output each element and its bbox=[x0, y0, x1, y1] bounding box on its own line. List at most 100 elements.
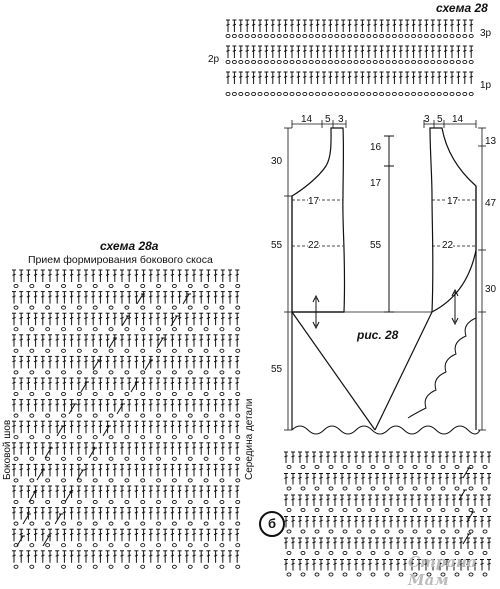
dc-bar bbox=[105, 532, 110, 536]
dc-bar bbox=[170, 446, 175, 449]
dc-bar bbox=[417, 455, 421, 458]
dc-bar bbox=[431, 23, 435, 26]
dc-bar bbox=[206, 338, 211, 341]
dc-bar bbox=[410, 562, 414, 565]
chain-stitch bbox=[235, 305, 241, 310]
dc-bar bbox=[91, 532, 95, 536]
dc-bar bbox=[69, 489, 74, 492]
dc-bar bbox=[134, 554, 139, 557]
dc-bar bbox=[91, 468, 95, 471]
dc-bar bbox=[354, 49, 358, 52]
dc-bar bbox=[473, 476, 477, 479]
dc-bar bbox=[277, 75, 281, 78]
dc-bar bbox=[84, 489, 88, 492]
dc-bar bbox=[239, 49, 243, 52]
chain-stitch bbox=[45, 283, 51, 289]
dc-bar bbox=[26, 554, 31, 557]
chain-stitch bbox=[370, 550, 376, 556]
chain-stitch bbox=[342, 529, 348, 534]
dc-bar bbox=[141, 424, 146, 428]
dc-slanted bbox=[16, 535, 24, 547]
chain-stitch bbox=[45, 456, 51, 461]
dc-bar bbox=[403, 541, 407, 544]
dc-bar bbox=[469, 49, 473, 52]
chain-stitch bbox=[124, 435, 130, 440]
dc-bar bbox=[192, 381, 196, 384]
chain-stitch bbox=[443, 33, 449, 39]
chain-stitch bbox=[61, 521, 66, 526]
dc-bar bbox=[105, 381, 110, 384]
dc-bar bbox=[48, 360, 52, 363]
chain-stitch bbox=[13, 348, 19, 353]
dc-bar bbox=[156, 511, 160, 514]
dc-bar bbox=[69, 446, 74, 449]
chain-stitch bbox=[203, 327, 209, 332]
dc-bar bbox=[354, 498, 358, 501]
chain-stitch bbox=[454, 507, 460, 513]
dc-bar bbox=[298, 519, 302, 522]
dc-bar bbox=[326, 476, 330, 479]
dc-bar bbox=[62, 511, 67, 514]
chain-stitch bbox=[454, 550, 460, 556]
chain-stitch bbox=[225, 91, 231, 97]
dc-slanted bbox=[458, 489, 466, 501]
dc-slanted bbox=[64, 491, 72, 503]
dc-bar bbox=[185, 338, 189, 341]
dc-bar bbox=[185, 554, 189, 557]
chain-stitch bbox=[366, 91, 372, 97]
chain-stitch bbox=[92, 478, 98, 483]
chain-stitch bbox=[328, 550, 334, 556]
chain-stitch bbox=[370, 529, 376, 534]
dc-bar bbox=[19, 316, 23, 320]
dc-bar bbox=[84, 316, 88, 320]
dc-bar bbox=[213, 360, 218, 363]
dc-bar bbox=[283, 75, 288, 78]
dc-bar bbox=[319, 541, 323, 544]
dc-bar bbox=[55, 424, 59, 428]
dc-slanted bbox=[144, 359, 152, 371]
dc-bar bbox=[361, 541, 365, 544]
row-label-2: 2р bbox=[208, 54, 220, 65]
dc-bar bbox=[469, 75, 473, 78]
dc-bar bbox=[170, 532, 175, 536]
dc-bar bbox=[127, 511, 131, 514]
dc-bar bbox=[149, 532, 153, 536]
dc-bar bbox=[113, 532, 117, 536]
dc-bar bbox=[69, 468, 74, 471]
dc-bar bbox=[361, 455, 365, 458]
chain-stitch bbox=[124, 499, 130, 505]
dc-bar bbox=[91, 511, 95, 514]
dc-bar bbox=[84, 273, 88, 276]
dc-bar bbox=[360, 23, 365, 26]
dc-bar bbox=[141, 316, 146, 320]
dc-bar bbox=[127, 424, 131, 428]
dc-bar bbox=[354, 455, 358, 458]
dc-bar bbox=[113, 489, 117, 492]
dc-bar bbox=[170, 554, 175, 557]
dc-bar bbox=[41, 403, 45, 406]
dc-bar bbox=[410, 498, 414, 501]
dc-bar bbox=[141, 511, 146, 514]
row-label-1: 1р bbox=[480, 80, 492, 91]
dc-bar bbox=[403, 476, 407, 479]
dc-bar bbox=[290, 49, 294, 52]
dc-bar bbox=[12, 360, 16, 363]
dc-bar bbox=[258, 23, 262, 26]
dc-bar bbox=[12, 316, 16, 320]
chain-stitch bbox=[219, 370, 225, 375]
dc-bar bbox=[232, 49, 237, 52]
chain-stitch bbox=[124, 348, 130, 353]
dc-bar bbox=[163, 511, 167, 514]
chain-stitch bbox=[187, 413, 193, 418]
chain-stitch bbox=[92, 348, 98, 353]
dc-bar bbox=[347, 23, 352, 26]
dc-bar bbox=[134, 360, 139, 363]
dc-bar bbox=[41, 360, 45, 363]
dc-bar bbox=[368, 519, 372, 522]
dc-bar bbox=[127, 489, 131, 492]
dc-bar bbox=[326, 519, 330, 522]
chain-stitch bbox=[124, 543, 130, 548]
dc-bar bbox=[322, 23, 326, 26]
dc-bar bbox=[127, 273, 131, 276]
dc-bar bbox=[69, 316, 74, 320]
